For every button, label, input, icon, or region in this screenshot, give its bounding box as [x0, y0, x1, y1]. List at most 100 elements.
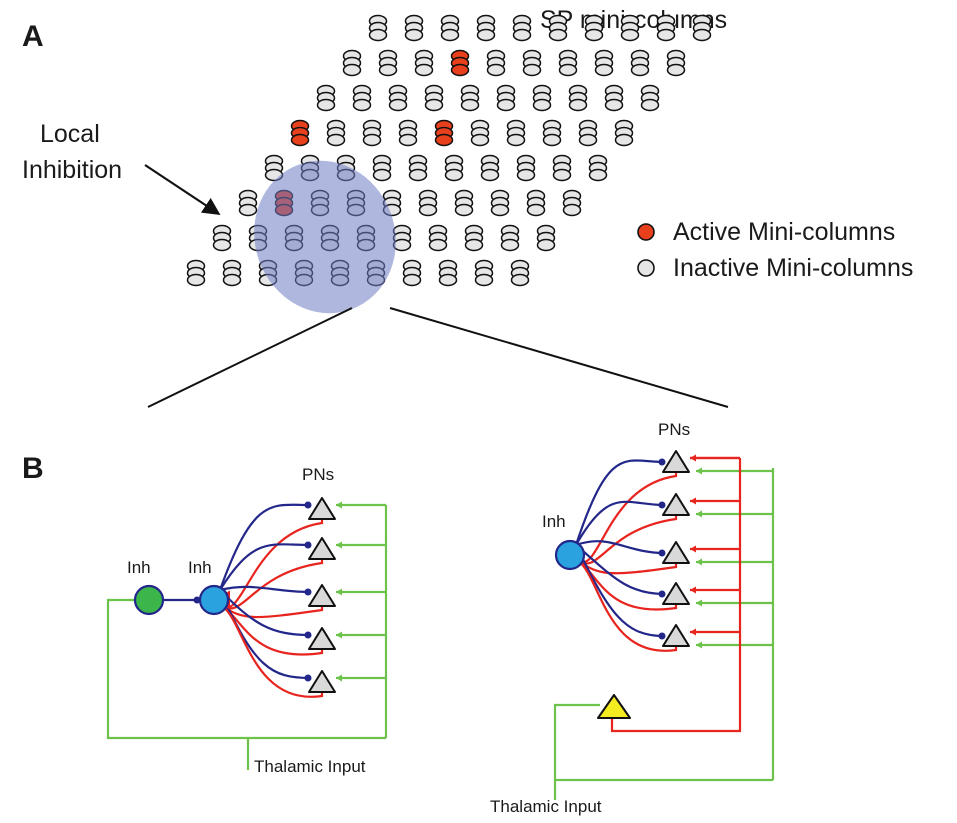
minicolumn-inactive: [438, 259, 458, 287]
minicolumn-inactive: [418, 189, 438, 217]
thalamic-wire-left-loop: [106, 598, 386, 740]
pyramidal-neuron: [662, 582, 690, 605]
inh-to-inh-synapse: [193, 596, 201, 604]
pyramidal-neuron: [308, 584, 336, 607]
inhibitory-synapse: [304, 541, 312, 549]
minicolumn-inactive: [372, 154, 392, 182]
minicolumn-inactive: [516, 154, 536, 182]
minicolumn-inactive: [388, 84, 408, 112]
inh-to-pn-wire: [219, 543, 311, 591]
minicolumn-inactive: [640, 84, 660, 112]
minicolumn-inactive: [558, 49, 578, 77]
minicolumn-inactive: [454, 189, 474, 217]
pyramidal-neuron: [308, 537, 336, 560]
thalamic-wire-right-loop: [553, 703, 773, 782]
green-taps: [336, 501, 386, 682]
minicolumn-inactive: [368, 14, 388, 42]
minicolumn-inactive: [316, 84, 336, 112]
minicolumn-inactive: [476, 14, 496, 42]
minicolumn-inactive: [584, 14, 604, 42]
inh-blue-neuron-right: [554, 539, 586, 571]
pyramidal-neuron: [662, 624, 690, 647]
legend: Active Mini-columns Inactive Mini-column…: [637, 218, 913, 282]
inh-green-neuron: [133, 584, 165, 616]
minicolumn-inactive: [536, 224, 556, 252]
minicolumn-inactive: [552, 154, 572, 182]
pyramidal-neuron: [308, 627, 336, 650]
panel-a: A SP mini-columns Local Inhibition Activ…: [22, 6, 913, 408]
local-inhibition-label-line1: Local: [40, 120, 100, 148]
minicolumn-inactive: [212, 224, 232, 252]
inh-to-pn-wire: [219, 589, 311, 637]
pyramidal-neuron: [662, 541, 690, 564]
minicolumn-inactive: [510, 259, 530, 287]
inhibitory-synapse: [658, 590, 666, 598]
inhibitory-synapse: [304, 501, 312, 509]
minicolumn-inactive: [392, 224, 412, 252]
inh-pn-fan: [218, 497, 336, 698]
minicolumn-inactive: [424, 84, 444, 112]
inhibitory-synapse: [304, 631, 312, 639]
minicolumn-inactive: [620, 14, 640, 42]
pyramidal-neuron: [662, 493, 690, 516]
inh-to-pn-wire: [575, 500, 665, 546]
pn-to-inh-wire: [577, 472, 678, 564]
minicolumn-inactive: [408, 154, 428, 182]
minicolumn-inactive: [588, 154, 608, 182]
panel-b: B Inh Inh PNs Thalamic Input: [22, 420, 775, 816]
legend-inactive-swatch: [637, 259, 655, 277]
left-thalamic-label: Thalamic Input: [254, 757, 366, 776]
minicolumn-inactive: [428, 224, 448, 252]
panel-b-label: B: [22, 452, 44, 485]
minicolumn-inactive: [512, 14, 532, 42]
pyramidal-neuron: [662, 450, 690, 473]
minicolumn-inactive: [402, 259, 422, 287]
minicolumn-inactive: [630, 49, 650, 77]
minicolumn-inactive: [326, 119, 346, 147]
right-pns-label: PNs: [658, 420, 690, 439]
inh-to-pn-wire: [218, 589, 311, 680]
minicolumn-inactive: [414, 49, 434, 77]
inh-to-pn-wire: [218, 503, 311, 591]
inh-blue-label: Inh: [188, 558, 212, 577]
pn-to-inh-wire: [577, 560, 678, 652]
zoom-line-left: [147, 307, 353, 408]
inhibitory-synapse: [304, 588, 312, 596]
minicolumn-inactive: [490, 189, 510, 217]
local-inhibition-label-line2: Inhibition: [22, 156, 122, 184]
green-taps-right: [696, 467, 773, 649]
minicolumn-inactive: [548, 14, 568, 42]
minicolumn-inactive: [532, 84, 552, 112]
left-pns-label: PNs: [302, 465, 334, 484]
inh-to-pn-wire: [575, 544, 665, 596]
minicolumn-inactive: [460, 84, 480, 112]
right-inh-label: Inh: [542, 512, 566, 531]
pn-to-inh-wire: [221, 605, 324, 698]
legend-active-swatch: [637, 223, 655, 241]
inh-to-pn-wire: [219, 585, 311, 594]
minicolumn-inactive: [506, 119, 526, 147]
minicolumn-inactive: [526, 189, 546, 217]
inhibitory-synapse: [658, 632, 666, 640]
minicolumn-inactive: [464, 224, 484, 252]
minicolumn-inactive: [444, 154, 464, 182]
right-circuit: Inh PNs Thalamic Input: [490, 420, 775, 816]
minicolumn-inactive: [264, 154, 284, 182]
minicolumn-active: [450, 49, 470, 77]
zoom-line-right: [389, 307, 729, 408]
minicolumn-inactive: [578, 119, 598, 147]
left-circuit: Inh Inh PNs Thalamic Input: [106, 465, 388, 776]
minicolumn-inactive: [666, 49, 686, 77]
minicolumn-inactive: [440, 14, 460, 42]
minicolumn-inactive: [222, 259, 242, 287]
minicolumn-inactive: [378, 49, 398, 77]
relay-red-bus: [610, 458, 742, 733]
inhibitory-synapse: [658, 501, 666, 509]
panel-a-label: A: [22, 20, 44, 53]
inh-green-label: Inh: [127, 558, 151, 577]
right-thalamic-label: Thalamic Input: [490, 797, 602, 816]
minicolumn-grid: [186, 14, 712, 287]
minicolumn-active: [434, 119, 454, 147]
legend-active-label: Active Mini-columns: [673, 218, 895, 246]
